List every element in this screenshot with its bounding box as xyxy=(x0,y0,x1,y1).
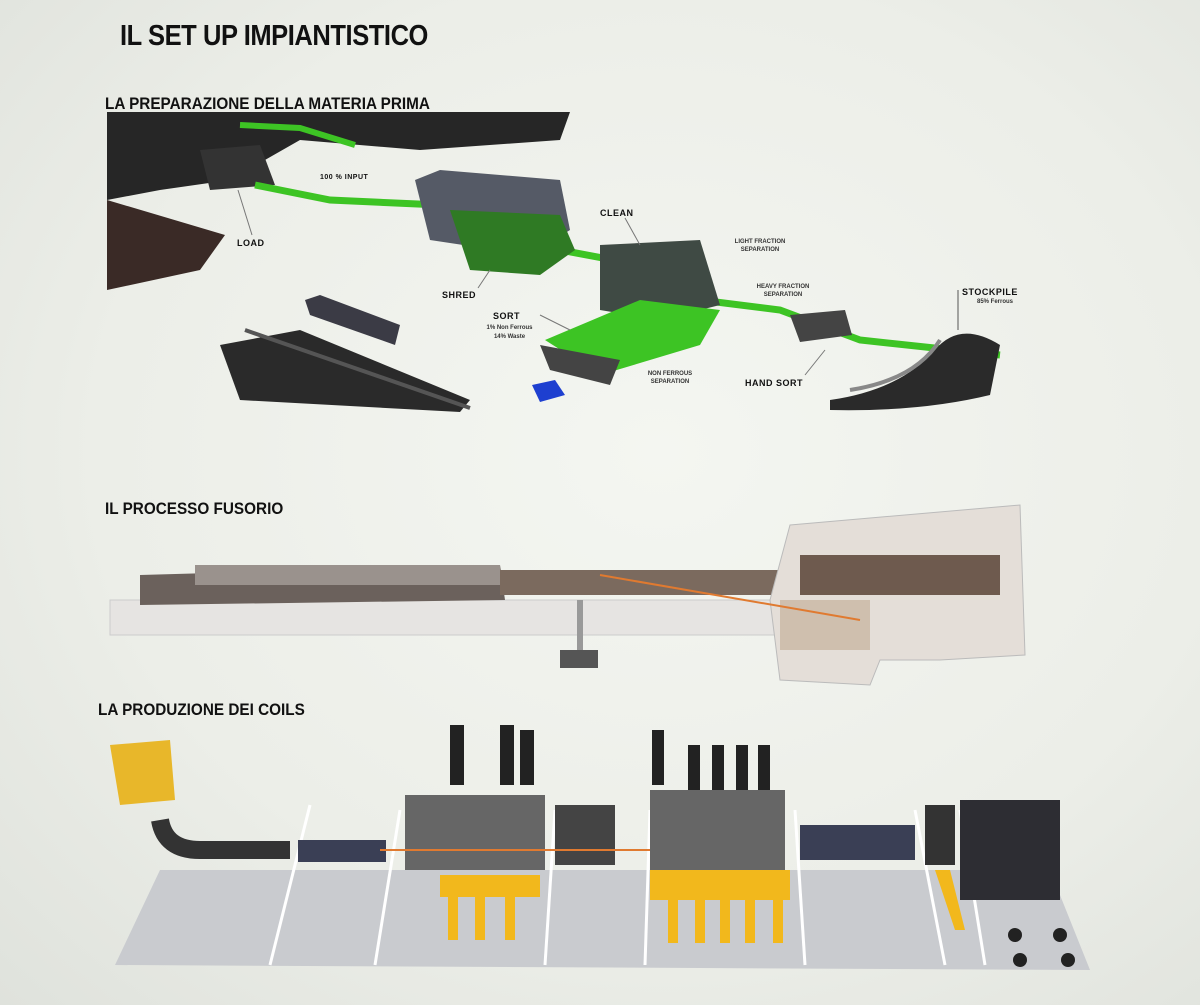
label-light-fraction: LIGHT FRACTION SEPARATION xyxy=(734,239,786,253)
section-heading-melting: IL PROCESSO FUSORIO xyxy=(105,499,284,518)
label-heavy-fraction: HEAVY FRACTION SEPARATION xyxy=(756,284,810,298)
label-clean: CLEAN xyxy=(600,208,634,218)
label-sort: SORT xyxy=(493,311,521,321)
label-input: 100 % INPUT xyxy=(320,174,369,181)
label-load: LOAD xyxy=(237,238,265,248)
label-shred: SHRED xyxy=(442,290,477,300)
scrap-preparation-diagram xyxy=(107,112,1001,412)
melting-process-diagram xyxy=(109,504,1026,686)
label-stockpile: STOCKPILE xyxy=(962,287,1018,297)
label-non-ferrous-separation: NON FERROUS SEPARATION xyxy=(647,371,693,385)
slide-title: IL SET UP IMPIANTISTICO xyxy=(120,20,428,52)
label-hand-sort: HAND SORT xyxy=(745,378,803,388)
label-sort-non-ferrous: 1% Non Ferrous xyxy=(486,325,533,331)
label-stockpile-ferrous: 85% Ferrous xyxy=(976,299,1013,305)
section-heading-raw-material: LA PREPARAZIONE DELLA MATERIA PRIMA xyxy=(105,94,430,113)
section-heading-coils: LA PRODUZIONE DEI COILS xyxy=(98,700,305,719)
coil-production-diagram xyxy=(110,725,1090,970)
label-sort-waste: 14% Waste xyxy=(493,334,526,340)
